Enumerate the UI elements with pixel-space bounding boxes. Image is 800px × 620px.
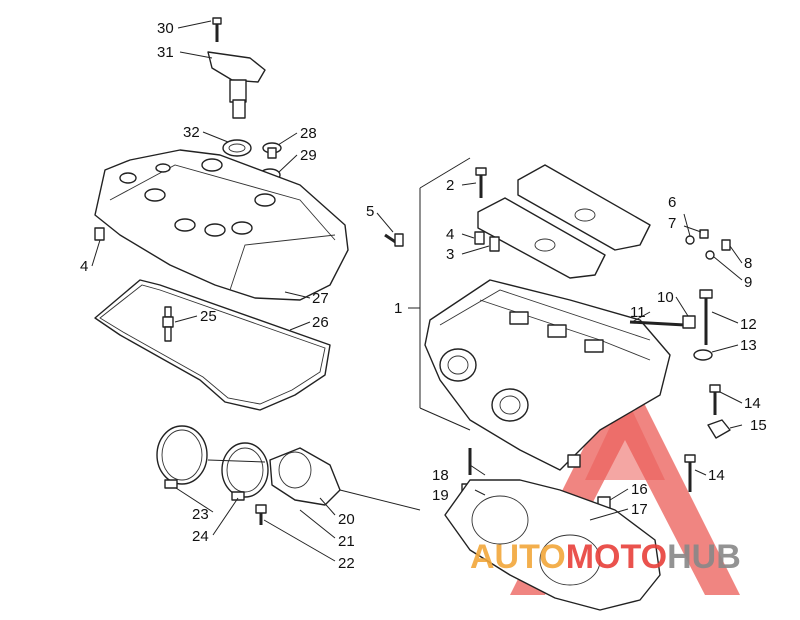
camshaft-cap-front bbox=[477, 197, 606, 279]
bolt-14a bbox=[709, 384, 721, 415]
screw-22 bbox=[255, 504, 267, 525]
spark-plug bbox=[162, 306, 174, 342]
washer-6 bbox=[685, 235, 695, 245]
callout-12: 12 bbox=[740, 316, 757, 333]
clamp-23-24 bbox=[156, 425, 208, 489]
washer-13 bbox=[693, 349, 713, 361]
valve-cover-gasket bbox=[94, 279, 331, 411]
cap-nut-10 bbox=[682, 315, 696, 329]
callout-14-upper: 14 bbox=[744, 395, 761, 412]
head-bolt-12 bbox=[699, 289, 713, 345]
head-gasket bbox=[444, 479, 661, 611]
svg-text:AUTOMOTOHUB: AUTOMOTOHUB bbox=[470, 538, 741, 576]
callout-25: 25 bbox=[200, 308, 217, 325]
callout-9: 9 bbox=[744, 274, 752, 291]
callout-22: 22 bbox=[338, 555, 355, 572]
callout-16: 16 bbox=[631, 481, 648, 498]
callout-15: 15 bbox=[750, 417, 767, 434]
bolt-7 bbox=[699, 229, 709, 239]
callout-10: 10 bbox=[657, 289, 674, 306]
watermark-text-hub: HUB bbox=[667, 538, 741, 576]
cylinder-head bbox=[424, 279, 671, 471]
callout-24: 24 bbox=[192, 528, 209, 545]
callout-4-right: 4 bbox=[446, 226, 454, 243]
callout-7: 7 bbox=[668, 215, 676, 232]
callout-30: 30 bbox=[157, 20, 174, 37]
callout-20: 20 bbox=[338, 511, 355, 528]
cam-position-sensor bbox=[207, 51, 266, 119]
callout-19: 19 bbox=[432, 487, 449, 504]
dowel-pin-4b bbox=[474, 231, 485, 245]
callout-11: 11 bbox=[630, 304, 646, 321]
callout-5: 5 bbox=[366, 203, 374, 220]
callout-4-left: 4 bbox=[80, 258, 88, 275]
callout-32: 32 bbox=[183, 124, 200, 141]
callout-17: 17 bbox=[631, 501, 648, 518]
callout-13: 13 bbox=[740, 337, 757, 354]
sensor-bolt bbox=[212, 17, 222, 42]
callout-labels: 30 31 32 28 29 4 25 27 26 5 2 4 3 1 6 7 … bbox=[80, 20, 767, 572]
callout-3: 3 bbox=[446, 246, 454, 263]
cap-screw-28 bbox=[262, 142, 282, 159]
bolt-8 bbox=[721, 239, 731, 251]
callout-18: 18 bbox=[432, 467, 449, 484]
callout-14-lower: 14 bbox=[708, 467, 725, 484]
clamp-23b bbox=[221, 442, 269, 501]
bracket-15 bbox=[707, 419, 731, 439]
watermark-text-moto: MOTO bbox=[566, 538, 667, 576]
callout-28: 28 bbox=[300, 125, 317, 142]
callout-26: 26 bbox=[312, 314, 329, 331]
washer-9 bbox=[705, 250, 715, 260]
stud-11 bbox=[629, 320, 686, 327]
bolt-2 bbox=[475, 167, 487, 198]
stud-5 bbox=[384, 233, 404, 247]
callout-2: 2 bbox=[446, 177, 454, 194]
bolt-14b bbox=[684, 454, 696, 492]
callout-27: 27 bbox=[312, 290, 329, 307]
callout-8: 8 bbox=[744, 255, 752, 272]
camshaft-cap-rear bbox=[517, 164, 651, 251]
watermark-wordmark: AUTOMOTOHUB bbox=[470, 538, 741, 576]
watermark-text-auto: AUTO bbox=[470, 538, 566, 576]
dowel-pin-3 bbox=[489, 236, 500, 252]
callout-31: 31 bbox=[157, 44, 174, 61]
dowel-pin-4 bbox=[94, 227, 105, 241]
leader-lines bbox=[91, 20, 743, 562]
callout-23: 23 bbox=[192, 506, 209, 523]
o-ring-32 bbox=[222, 139, 252, 157]
valve-cover bbox=[94, 149, 349, 301]
callout-29: 29 bbox=[300, 147, 317, 164]
callout-6: 6 bbox=[668, 194, 676, 211]
callout-21: 21 bbox=[338, 533, 355, 550]
callout-1: 1 bbox=[394, 300, 402, 317]
intake-boot-20 bbox=[269, 447, 341, 506]
dowel-16b bbox=[567, 454, 581, 468]
